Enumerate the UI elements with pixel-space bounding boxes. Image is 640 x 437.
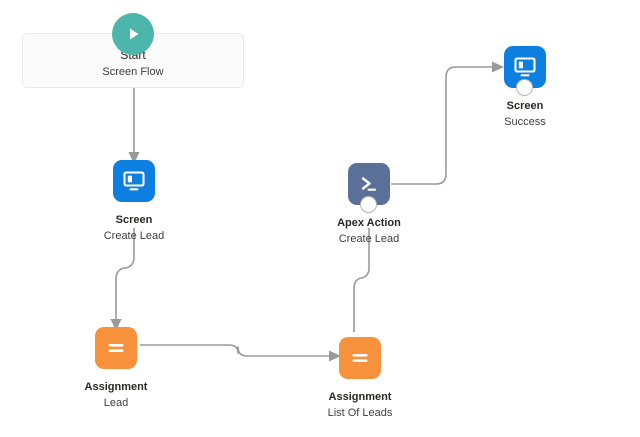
node-title: Apex Action (337, 217, 401, 229)
play-circle-icon (112, 13, 154, 55)
node-subtitle: Create Lead (338, 233, 400, 245)
assignment-icon (95, 327, 137, 369)
node-icon-wrap (348, 163, 390, 213)
node-title: Assignment (328, 391, 392, 403)
flow-node-assignment-list-of-leads[interactable]: Assignment List Of Leads (295, 337, 425, 420)
node-status-badge (360, 196, 377, 213)
node-subtitle: Lead (103, 397, 129, 409)
flow-node-screen-success[interactable]: Screen Success (460, 46, 590, 129)
node-icon-wrap (95, 327, 137, 369)
node-title: Screen (115, 214, 153, 226)
node-title: Screen (506, 100, 544, 112)
node-status-badge (516, 79, 533, 96)
node-icon-wrap (504, 46, 546, 96)
node-subtitle: Success (504, 116, 546, 128)
assignment-icon (339, 337, 381, 379)
node-subtitle: Create Lead (103, 230, 165, 242)
node-icon-wrap (339, 337, 381, 379)
connector-start-to-screen (128, 88, 140, 164)
connector-screen-to-assignment (110, 228, 135, 331)
screen-icon (113, 160, 155, 202)
node-icon-wrap (113, 160, 155, 202)
flow-node-screen-create-lead[interactable]: Screen Create Lead (69, 160, 199, 243)
node-title: Assignment (84, 381, 148, 393)
node-subtitle: List Of Leads (327, 407, 393, 419)
flow-node-apex-action-create-lead[interactable]: Apex Action Create Lead (304, 163, 434, 246)
start-subtitle: Screen Flow (102, 66, 164, 78)
flow-node-start[interactable]: Start Screen Flow (22, 13, 244, 88)
flow-node-assignment-lead[interactable]: Assignment Lead (51, 327, 181, 410)
